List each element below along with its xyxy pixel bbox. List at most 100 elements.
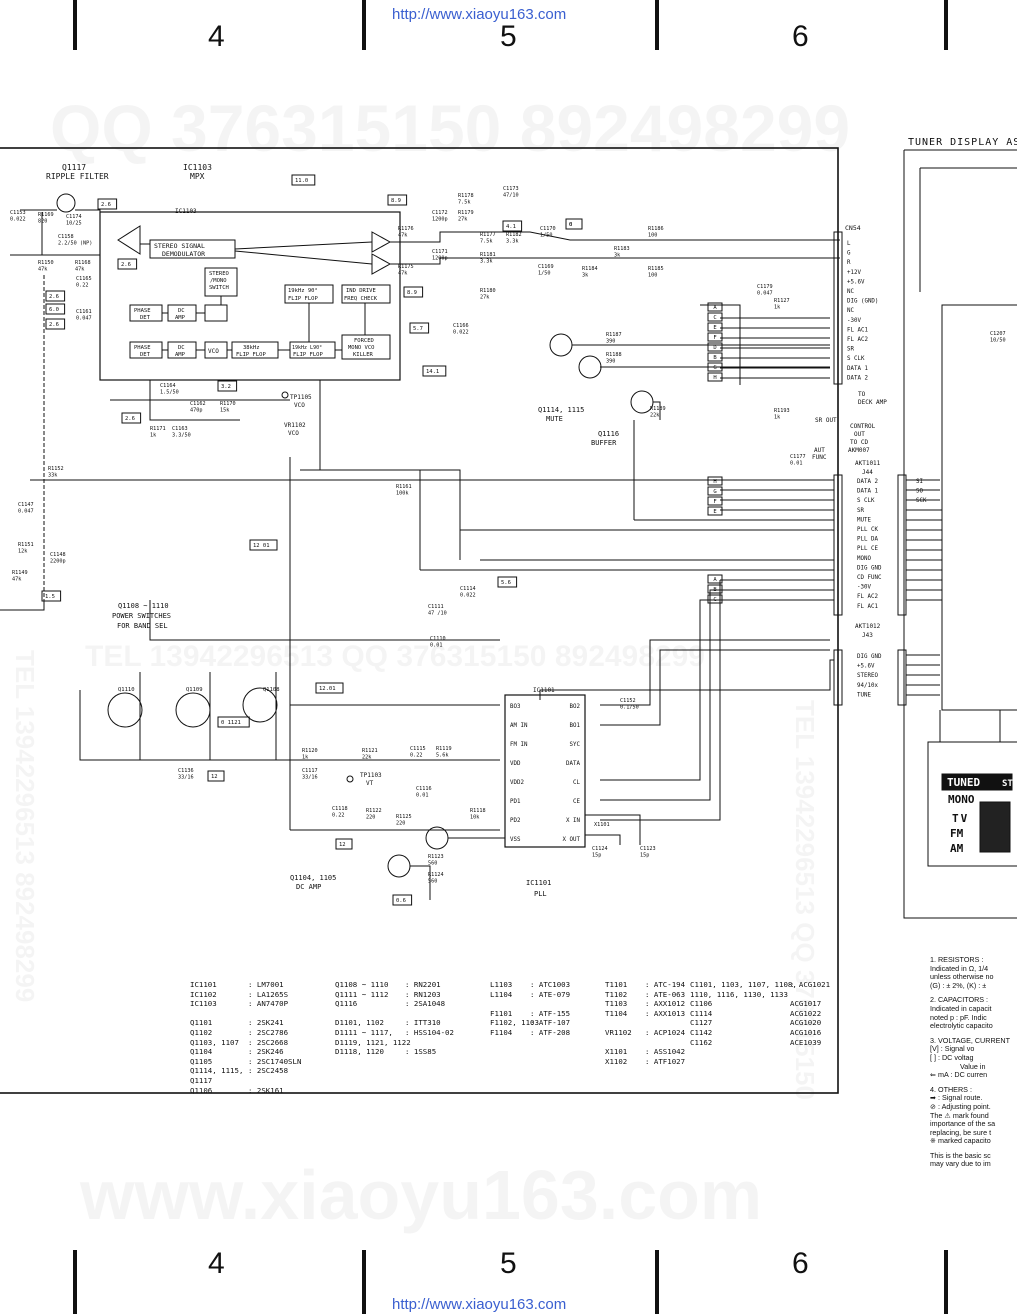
ic1101-pin-label: BO3 (510, 704, 521, 710)
component-value: 1200p (432, 256, 448, 262)
svg-text:Q1114, 1115: Q1114, 1115 (538, 406, 584, 414)
ic1101-pin-label: CL (573, 780, 580, 786)
svg-text:TP1105: TP1105 (290, 394, 312, 401)
component-ref: C1114 (460, 586, 476, 592)
voltage-box (97, 198, 118, 210)
svg-text:38kHz: 38kHz (243, 345, 260, 351)
component-value: 3.3k (506, 239, 519, 245)
source-url-bottom[interactable]: http://www.xiaoyu163.com (392, 1296, 567, 1313)
tuner-display-title: TUNER DISPLAY AS (908, 137, 1017, 148)
parts-list-entry: D1111 ~ 1117, (335, 1027, 393, 1037)
voltage-value: 12.01 (319, 686, 336, 692)
parts-list-entry (645, 1018, 685, 1028)
svg-text:FOR BAND SEL: FOR BAND SEL (117, 622, 168, 630)
parts-list-entry: F1102, 1103 (490, 1018, 539, 1028)
parts-list-entry: : AN7470P (248, 999, 289, 1009)
voltage-value: 6.0 (49, 307, 59, 313)
voltage-value: 2.6 (101, 202, 111, 208)
component-value: 22k (362, 755, 372, 761)
component-value: 10/25 (66, 221, 82, 227)
svg-text:TO CD: TO CD (850, 439, 868, 446)
parts-list-entry: Q1103, 1107 (190, 1037, 239, 1047)
note-text: replacing, be sure t (930, 1127, 992, 1137)
column-number-4-top: 4 (208, 20, 225, 53)
parts-list-entry: L1104 (490, 989, 513, 999)
signal-tag-label: H (713, 375, 716, 381)
svg-text:Q1108 ~ 1110: Q1108 ~ 1110 (118, 602, 169, 610)
component-ref: R1193 (774, 408, 790, 414)
parts-list-entry: : ATF-155 (530, 1008, 571, 1018)
parts-list-entry (248, 1076, 301, 1086)
j44-pin-label: PLL CK (857, 527, 878, 533)
signal-tag (707, 312, 723, 322)
component-value: 100 (648, 233, 657, 239)
note-text: importance of the sa (930, 1119, 996, 1129)
svg-text:STEREO SIGNAL: STEREO SIGNAL (154, 242, 205, 250)
parts-list-entry (248, 1009, 301, 1019)
svg-text:FLIP FLOP: FLIP FLOP (293, 352, 323, 358)
svg-text:AMP: AMP (175, 352, 186, 358)
parts-list-entry (605, 1018, 632, 1028)
source-url-top[interactable]: http://www.xiaoyu163.com (392, 6, 567, 23)
svg-text:FUNC: FUNC (812, 454, 827, 461)
border-tick (944, 0, 948, 50)
component-value: 22k (650, 413, 660, 419)
ic1101-box (504, 694, 586, 848)
component-value: 33/16 (178, 775, 194, 781)
component-ref: R1118 (470, 808, 486, 814)
voltage-box (291, 174, 316, 186)
parts-list-entry: : RN1203 (405, 989, 441, 999)
note-resistors-title: 1. RESISTORS : (930, 955, 984, 964)
component-ref: C1110 (430, 636, 446, 642)
ic1101-pin-label: AM IN (510, 723, 528, 729)
component-ref: R1177 (480, 232, 496, 238)
svg-text:CN54: CN54 (845, 224, 861, 232)
parts-list-entry: C1101, 1103, 1107, 1108, (690, 980, 797, 989)
svg-text:VT: VT (366, 780, 374, 787)
component-value: 27k (458, 217, 468, 223)
signal-tag-label: A (713, 305, 717, 311)
component-ref: R1175 (398, 264, 414, 270)
component-ref: R1125 (396, 814, 412, 820)
parts-list-entry: : ATE-063 (645, 989, 686, 999)
component-ref: R1151 (18, 542, 34, 548)
cn54-connector (833, 231, 843, 385)
component-ref: C1169 (538, 264, 554, 270)
voltage-box (217, 716, 250, 728)
svg-text:Q1117: Q1117 (62, 163, 86, 172)
component-value: 560 (428, 879, 437, 885)
component-ref: C1115 (410, 746, 426, 752)
parts-col-values-2: : RN2201: RN1203: 2SA1048 : ITT310: HSS1… (405, 980, 454, 1056)
parts-list-entry: : ATF1027 (645, 1056, 686, 1066)
parts-list-entry: Q1111 ~ 1112 (335, 989, 389, 999)
svg-text:VCO: VCO (294, 402, 305, 409)
component-value: 2.2/50 (NP) (58, 241, 92, 247)
signal-tag-label: C (713, 597, 716, 603)
voltage-box (392, 894, 413, 906)
component-ref: C1152 (620, 698, 636, 704)
note-text: [V] : Signal vo (930, 1044, 975, 1054)
svg-text:J43: J43 (862, 632, 873, 639)
j44-connector (833, 474, 843, 616)
parts-list-entry: Q1114, 1115, (190, 1066, 244, 1076)
voltage-box (249, 539, 278, 551)
parts-list-entry: C1106 (690, 999, 713, 1009)
parts-col-values: : LM7001: LA1265S: AN7470P : 2SK241: 2SC… (248, 980, 301, 1095)
voltage-value: 2.6 (49, 294, 59, 300)
svg-text:AKM007: AKM007 (848, 447, 870, 454)
svg-text:DET: DET (140, 352, 151, 358)
svg-text:FREQ CHECK: FREQ CHECK (344, 296, 378, 302)
svg-text:DECK AMP: DECK AMP (858, 399, 887, 406)
component-value: 1k (774, 305, 781, 311)
svg-text:IND DRIVE: IND DRIVE (346, 288, 376, 294)
signal-tag (707, 332, 723, 342)
component-value: 0.022 (10, 217, 26, 223)
j44-pin-label: FL AC1 (857, 604, 878, 610)
parts-col-values-3: : ATC1003: ATE-079 : ATF-155: ATF-107: A… (530, 980, 570, 1037)
parts-list-entry: T1103 (605, 999, 628, 1009)
component-value: 1200p (432, 217, 448, 223)
parts-list-entry: X1102 (605, 1056, 628, 1066)
parts-list-entry: : ITT310 (405, 1018, 441, 1028)
signal-tag-label: A (713, 577, 717, 583)
